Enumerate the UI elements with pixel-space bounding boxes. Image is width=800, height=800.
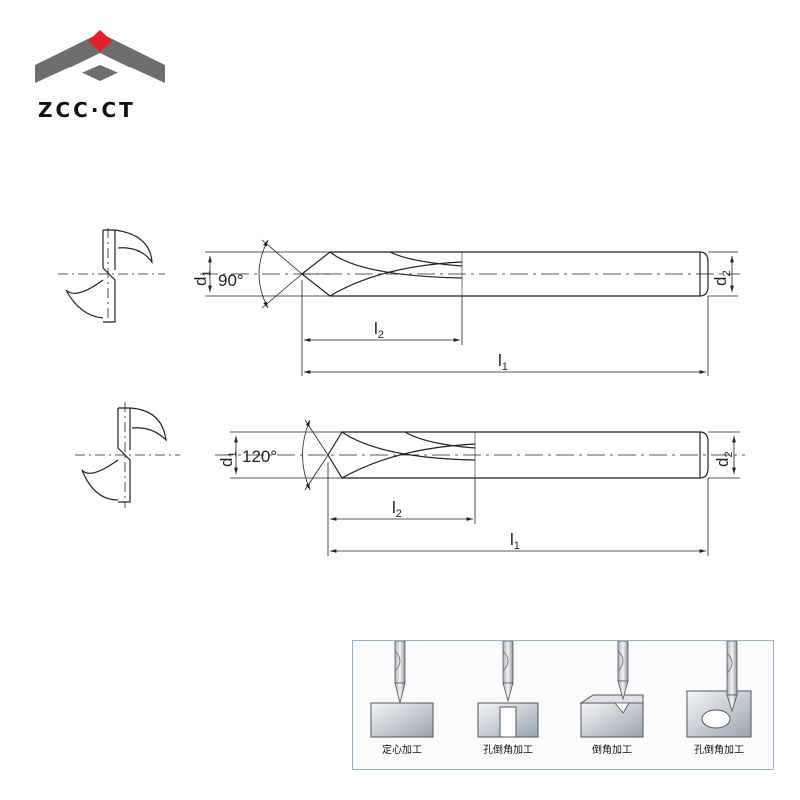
drill-2-d2-label: d2 <box>713 451 735 467</box>
brand-name: ZCC·CT <box>38 98 136 122</box>
drill-2-end-view <box>75 402 180 508</box>
drill-1-d1-dimension <box>205 251 330 297</box>
drill-1-angle-label: 90° <box>218 271 244 290</box>
drill-2-d1-label: d1 <box>217 451 239 467</box>
edge-chamfer-icon <box>579 640 644 738</box>
drill-1-d1-label: d1 <box>191 270 213 286</box>
drill-1-end-view <box>58 228 165 323</box>
hole-chamfer-icon <box>477 640 539 738</box>
drill-1-d2-dimension <box>708 251 738 297</box>
counterbore-chamfer-icon <box>686 640 752 738</box>
drill-1-l2-label: l2 <box>374 319 384 341</box>
drill-1-l1-label: l1 <box>498 351 508 373</box>
centering-icon <box>370 640 434 738</box>
drill-1-side-view <box>200 251 740 297</box>
drill-1-l1-dimension <box>304 296 709 376</box>
brand-logo <box>35 30 165 83</box>
drill-1 <box>58 228 740 376</box>
logo-diamond <box>88 30 112 52</box>
application-label-4: 孔倒角加工 <box>694 745 744 756</box>
applications-illustration <box>370 640 752 738</box>
drill-2-l2-label: l2 <box>392 498 402 520</box>
applications-panel: 定心加工 孔倒角加工 倒角加工 孔倒角加工 <box>352 640 774 770</box>
drill-2-angle-label: 120° <box>242 447 277 466</box>
application-label-1: 定心加工 <box>382 745 422 756</box>
drill-2-angle <box>302 419 329 491</box>
drill-2-side-view <box>215 431 745 479</box>
drill-1-d2-label: d2 <box>711 270 733 286</box>
logo-chevron-inner <box>65 53 135 80</box>
drill-2-l2-dimension <box>327 462 476 556</box>
application-label-2: 孔倒角加工 <box>483 745 533 756</box>
drill-2-d1-dimension <box>230 431 342 479</box>
drill-2 <box>75 402 745 556</box>
drill-1-l2-dimension <box>301 280 463 376</box>
drill-2-l1-label: l1 <box>510 530 520 552</box>
application-label-3: 倒角加工 <box>592 745 632 756</box>
drill-2-l1-dimension <box>330 478 709 556</box>
drill-1-angle <box>258 239 303 309</box>
drill-2-d2-dimension <box>708 431 740 479</box>
